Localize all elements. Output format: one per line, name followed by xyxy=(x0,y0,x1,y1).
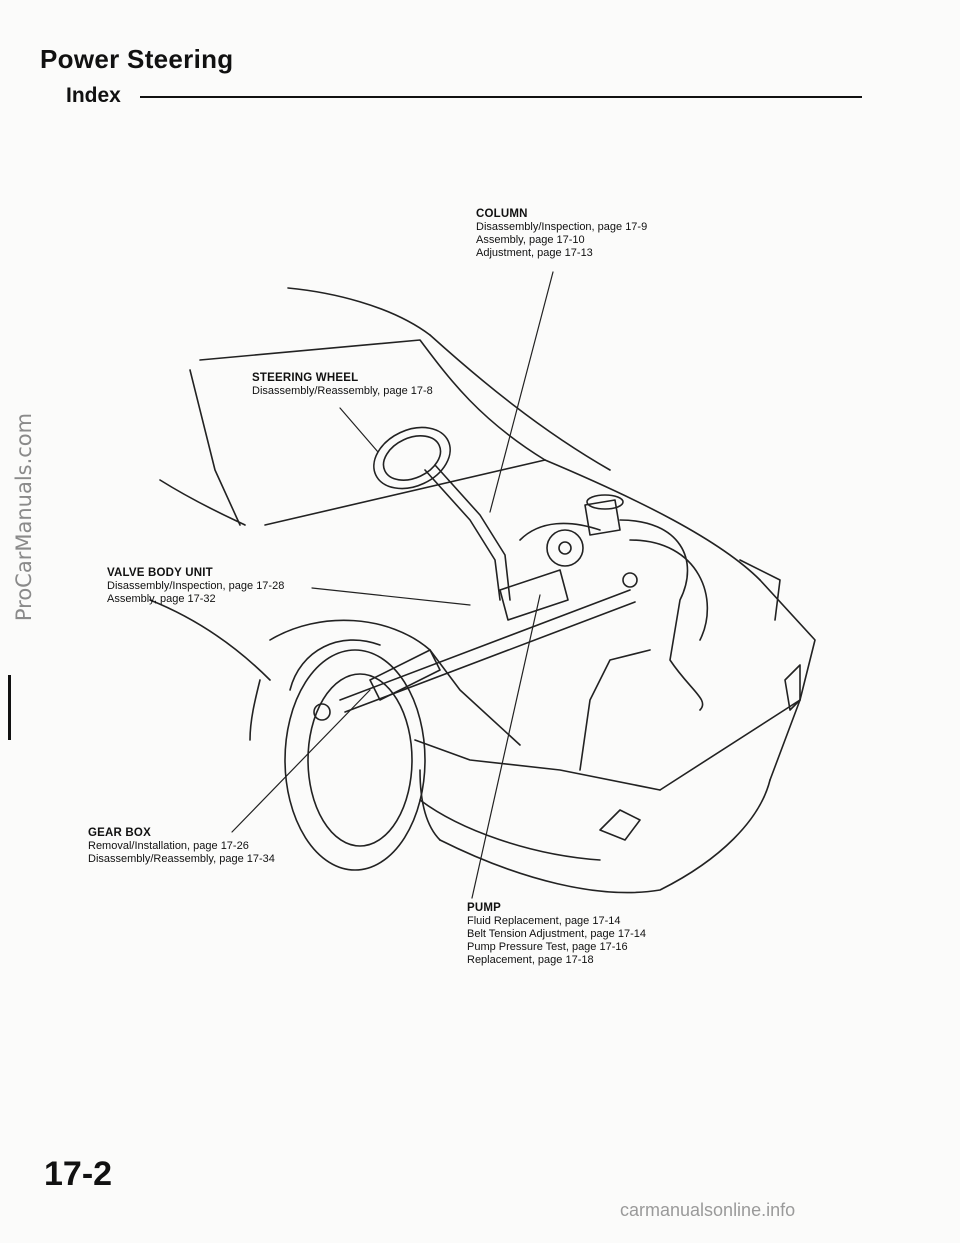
callout-line: Assembly, page 17-32 xyxy=(107,593,216,605)
callout-line: Disassembly/Reassembly, page 17-34 xyxy=(88,853,275,865)
callout-heading: GEAR BOX xyxy=(88,827,151,839)
callout-leaders xyxy=(231,271,554,899)
callout-steering-wheel: STEERING WHEEL Disassembly/Reassembly, p… xyxy=(252,372,433,398)
header-rule xyxy=(140,96,862,98)
callout-heading: VALVE BODY UNIT xyxy=(107,567,213,579)
callout-line: Disassembly/Inspection, page 17-9 xyxy=(476,221,648,233)
power-steering-pump xyxy=(519,494,709,711)
sidebar-bar xyxy=(8,675,11,740)
steering-rack xyxy=(313,569,638,721)
callout-line: Assembly, page 17-10 xyxy=(476,234,585,246)
callout-gear-box: GEAR BOX Removal/Installation, page 17-2… xyxy=(88,827,275,866)
section-heading: Index xyxy=(66,84,121,107)
callout-line: Removal/Installation, page 17-26 xyxy=(88,840,249,852)
callout-line: Replacement, page 17-18 xyxy=(467,954,594,966)
callout-column: COLUMN Disassembly/Inspection, page 17-9… xyxy=(476,208,647,260)
callout-heading: STEERING WHEEL xyxy=(252,372,359,384)
callout-line: Adjustment, page 17-13 xyxy=(476,247,593,259)
steering-assembly xyxy=(373,426,511,601)
callout-heading: PUMP xyxy=(467,902,502,914)
footer-watermark: carmanualsonline.info xyxy=(620,1200,796,1220)
page-number: 17-2 xyxy=(44,1155,113,1193)
callout-pump: PUMP Fluid Replacement, page 17-14 Belt … xyxy=(467,902,646,967)
front-wheel xyxy=(284,639,426,871)
callout-line: Pump Pressure Test, page 17-16 xyxy=(467,941,628,953)
callout-line: Belt Tension Adjustment, page 17-14 xyxy=(467,928,646,940)
callout-valve-body: VALVE BODY UNIT Disassembly/Inspection, … xyxy=(107,567,284,606)
callout-line: Disassembly/Inspection, page 17-28 xyxy=(107,580,285,592)
car-body-outline xyxy=(149,287,816,894)
callout-line: Disassembly/Reassembly, page 17-8 xyxy=(252,385,433,397)
page-title: Power Steering xyxy=(40,44,234,74)
callout-line: Fluid Replacement, page 17-14 xyxy=(467,915,621,927)
callout-heading: COLUMN xyxy=(476,208,528,220)
